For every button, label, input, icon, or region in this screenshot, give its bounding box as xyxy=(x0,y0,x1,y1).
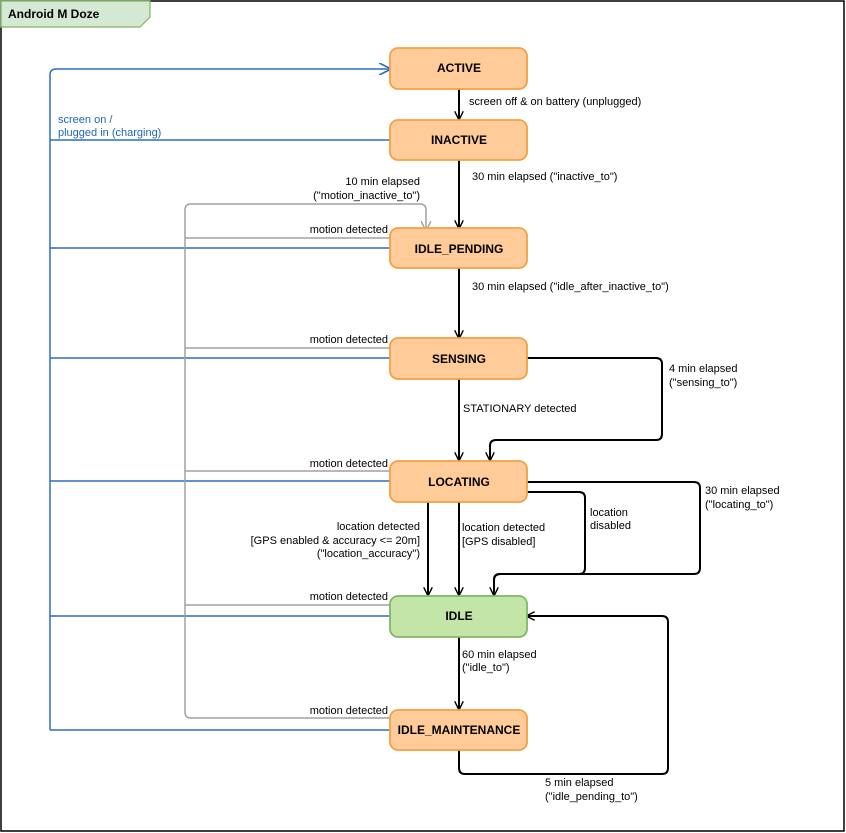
state-idle: IDLE xyxy=(389,595,528,638)
label-idle-pending-to-2: ("idle_pending_to") xyxy=(545,791,638,803)
label-loc-accuracy-1: location detected xyxy=(337,521,420,533)
diagram-title: Android M Doze xyxy=(8,7,100,21)
label-motion-inactive-2: ("motion_inactive_to") xyxy=(313,190,420,202)
edge-locating-timeout xyxy=(493,481,701,595)
label-screen-on-1: screen on / xyxy=(58,114,113,126)
edge-screen-on-to-active xyxy=(49,69,390,730)
label-loc-disabled-1: location xyxy=(590,507,628,519)
label-idle-to-2: ("idle_to") xyxy=(462,662,510,674)
label-motion-idle: motion detected xyxy=(310,591,388,603)
label-sensing-to-1: 4 min elapsed xyxy=(669,363,738,375)
state-idle-maintenance-label: IDLE_MAINTENANCE xyxy=(398,723,521,737)
edge-motion-to-idle-pending xyxy=(184,203,426,719)
state-locating: LOCATING xyxy=(389,460,528,503)
state-locating-label: LOCATING xyxy=(428,475,490,489)
label-screen-off: screen off & on battery (unplugged) xyxy=(469,96,641,108)
label-motion-locating: motion detected xyxy=(310,458,388,470)
label-sensing-to-2: ("sensing_to") xyxy=(669,377,737,389)
label-loc-gps-2: [GPS disabled] xyxy=(462,536,535,548)
state-active-label: ACTIVE xyxy=(437,61,481,75)
blue-edges xyxy=(49,69,390,731)
label-stationary: STATIONARY detected xyxy=(463,403,577,415)
state-sensing: SENSING xyxy=(389,337,528,380)
state-idle-maintenance: IDLE_MAINTENANCE xyxy=(389,709,528,751)
label-motion-idle-pending: motion detected xyxy=(310,224,388,236)
label-locating-to-2: ("locating_to") xyxy=(705,499,773,511)
label-loc-disabled-2: disabled xyxy=(590,520,631,532)
gray-edges xyxy=(184,203,426,719)
state-idle-pending-label: IDLE_PENDING xyxy=(415,242,504,256)
state-idle-pending: IDLE_PENDING xyxy=(389,227,528,269)
state-inactive: INACTIVE xyxy=(389,119,528,161)
black-edges xyxy=(428,89,701,775)
label-loc-accuracy-3: ("location_accuracy") xyxy=(317,548,420,560)
edge-maintenance-to-idle xyxy=(458,616,669,775)
label-inactive-to: 30 min elapsed ("inactive_to") xyxy=(472,171,617,183)
label-motion-maintenance: motion detected xyxy=(310,705,388,717)
label-motion-inactive-1: 10 min elapsed xyxy=(345,176,420,188)
state-sensing-label: SENSING xyxy=(432,352,486,366)
label-motion-sensing: motion detected xyxy=(310,334,388,346)
label-screen-on-2: plugged in (charging) xyxy=(58,127,161,139)
edge-sensing-timeout xyxy=(490,357,663,460)
label-locating-to-1: 30 min elapsed xyxy=(705,485,780,497)
label-loc-gps-1: location detected xyxy=(462,522,545,534)
label-loc-accuracy-2: [GPS enabled & accuracy <= 20m] xyxy=(251,535,420,547)
label-idle-to-1: 60 min elapsed xyxy=(462,649,537,661)
label-idle-after-inactive: 30 min elapsed ("idle_after_inactive_to"… xyxy=(472,281,669,293)
state-active: ACTIVE xyxy=(389,47,528,90)
title-tab xyxy=(0,0,151,28)
label-idle-pending-to-1: 5 min elapsed xyxy=(545,777,614,789)
state-inactive-label: INACTIVE xyxy=(431,133,487,147)
state-idle-label: IDLE xyxy=(445,609,472,623)
